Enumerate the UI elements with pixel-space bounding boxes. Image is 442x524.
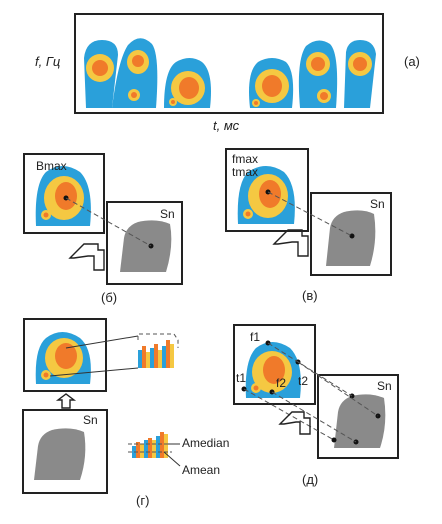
panel-d-t1-label: t1: [236, 371, 247, 385]
panel-d-spectrum-blob: [245, 342, 301, 398]
panel-d-shape-sn: [334, 394, 386, 448]
panel-v-spectrum-blob: [237, 166, 295, 224]
panel-g-legend-mean: Amean: [182, 463, 221, 477]
panel-d: [233, 324, 399, 459]
spectrogram-blob-3: [164, 58, 211, 108]
panel-b-point-label: Bmax: [36, 159, 67, 173]
panel-g: [22, 318, 181, 494]
panel-v-point-label-2: tmax: [232, 165, 259, 179]
spectrogram-blob-6: [344, 40, 376, 108]
panel-v-point-label-1: fmax: [232, 152, 259, 166]
spectrogram-panel: [74, 13, 384, 114]
panel-v-shape-label: Sn: [370, 197, 385, 211]
panel-g-histogram-dashed-box: [137, 333, 179, 348]
panel-g-spectrum-blob: [35, 332, 91, 384]
panel-d-tag: (д): [302, 472, 319, 487]
panel-v-shape-sn: [326, 210, 376, 266]
panel-g-tag: (г): [136, 493, 150, 508]
panel-b-projection-line: [65, 197, 152, 247]
panel-d-t2-label: t2: [298, 374, 309, 388]
panel-d-projection-line-1: [267, 342, 353, 397]
spectrogram-y-axis-label: f, Гц: [35, 54, 61, 69]
panel-g-shape-sn: [34, 428, 86, 480]
panel-v-shape-point: [349, 233, 355, 239]
panel-a-tag: (а): [404, 54, 420, 69]
panel-g-mean-pointer: [163, 451, 181, 467]
panel-b-up-arrow: [68, 243, 105, 271]
panel-g-up-arrow: [55, 393, 77, 409]
panel-g-shape-label: Sn: [83, 413, 98, 427]
panel-d-projection-line-2: [297, 361, 379, 417]
panel-v-up-arrow: [272, 229, 309, 257]
spectrogram-blob-5: [298, 40, 338, 108]
spectrogram-blob-4: [249, 58, 294, 108]
panel-g-link-line-1: [65, 335, 139, 349]
panel-v: [225, 148, 392, 276]
spectrogram-blob-1: [84, 40, 118, 108]
panel-d-shape-label: Sn: [377, 379, 392, 393]
panel-b: [23, 153, 183, 285]
panel-d-up-arrow: [278, 411, 311, 435]
panel-b-shape-label: Sn: [160, 207, 175, 221]
panel-g-link-line-2: [49, 367, 139, 377]
panel-g-histogram-small: [138, 340, 174, 368]
panel-d-projection-line-4: [271, 391, 357, 443]
panel-g-histogram-legend: [132, 432, 168, 458]
spectrogram-x-axis-label: t, мс: [213, 118, 240, 133]
panel-b-tag: (б): [101, 290, 118, 305]
spectrogram-blob-2: [112, 38, 158, 108]
panel-d-shape-point-3: [331, 437, 337, 443]
panel-v-tag: (в): [302, 288, 318, 303]
panel-g-legend-median: Amedian: [182, 436, 230, 450]
panel-d-f2-label: f2: [276, 376, 287, 390]
panel-b-shape-sn: [120, 220, 172, 272]
panel-d-f1-label: f1: [250, 330, 261, 344]
